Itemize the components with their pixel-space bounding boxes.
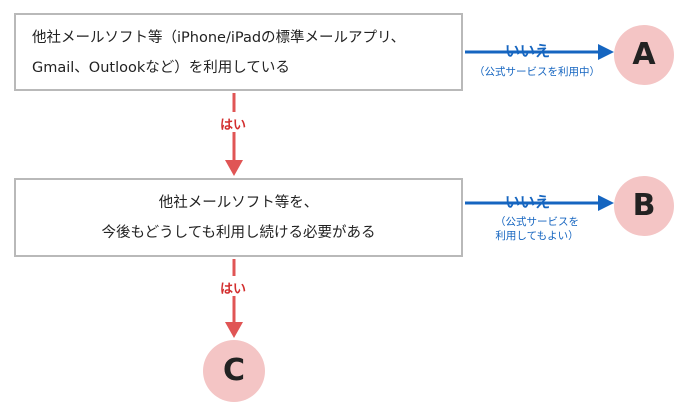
no-note-2-line-2: 利用してもよい） — [495, 230, 579, 242]
yes-label-2: はい — [220, 282, 247, 297]
yes-arrow-1 — [225, 93, 243, 176]
question-1-line-2: Gmail、Outlookなど）を利用している — [32, 60, 290, 76]
question-box-2: 他社メールソフト等を、 今後もどうしても利用し続ける必要がある — [14, 178, 463, 257]
no-note-1: （公式サービスを利用中） — [474, 66, 600, 78]
question-1-line-1: 他社メールソフト等（iPhone/iPadの標準メールアプリ、 — [32, 30, 406, 46]
no-arrow-2 — [465, 195, 614, 211]
yes-label-1: はい — [220, 118, 247, 133]
no-note-2-line-1: （公式サービスを — [495, 216, 579, 228]
question-box-1: 他社メールソフト等（iPhone/iPadの標準メールアプリ、 Gmail、Ou… — [14, 13, 463, 91]
no-note-2: （公式サービスを 利用してもよい） — [470, 215, 604, 243]
yes-arrow-2 — [225, 259, 243, 338]
question-2-line-2: 今後もどうしても利用し続ける必要がある — [101, 225, 376, 241]
question-2-text: 他社メールソフト等を、 今後もどうしても利用し続ける必要がある — [16, 188, 461, 248]
no-label-1: いいえ — [505, 42, 551, 60]
outcome-c: C — [203, 340, 265, 402]
outcome-b: B — [614, 176, 674, 236]
no-label-2: いいえ — [505, 193, 551, 211]
question-2-line-1: 他社メールソフト等を、 — [158, 195, 319, 211]
question-1-text: 他社メールソフト等（iPhone/iPadの標準メールアプリ、 Gmail、Ou… — [32, 23, 405, 83]
outcome-a: A — [614, 25, 674, 85]
no-arrow-1 — [465, 44, 614, 60]
